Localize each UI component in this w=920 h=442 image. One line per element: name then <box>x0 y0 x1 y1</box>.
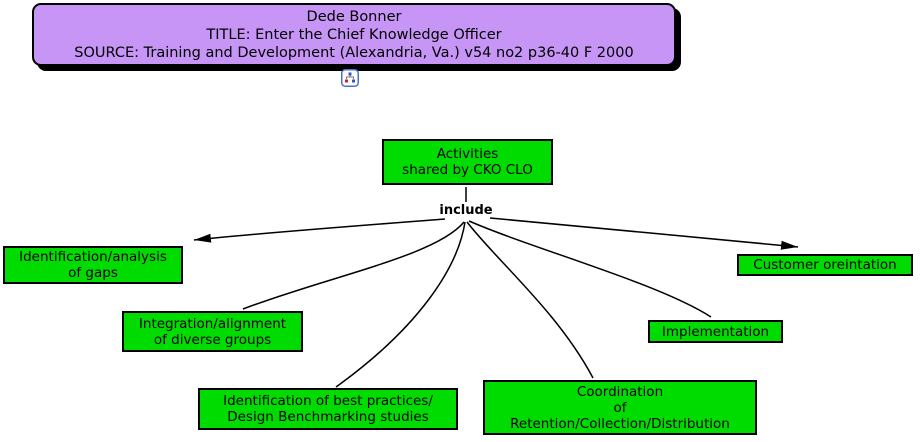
link-to-coordination <box>466 221 594 379</box>
node-label-line: Implementation <box>661 323 770 340</box>
node-label-line: of gaps <box>68 265 118 281</box>
node-label-line: Identification/analysis <box>19 249 167 265</box>
linking-phrase-include[interactable]: include <box>439 203 493 218</box>
node-label-line: Integration/alignment <box>138 315 287 332</box>
annotation-source: SOURCE: Training and Development (Alexan… <box>74 44 634 61</box>
node-label-line: of diverse groups <box>153 331 272 348</box>
node-label-line: shared by CKO CLO <box>402 162 533 178</box>
annotation-box[interactable]: Dede Bonner TITLE: Enter the Chief Knowl… <box>32 3 676 66</box>
concept-node-activities[interactable]: Activities shared by CKO CLO <box>382 139 553 185</box>
annotation-title: TITLE: Enter the Chief Knowledge Officer <box>206 26 502 43</box>
link-to-gaps <box>193 218 446 243</box>
node-label-line: Activities <box>436 146 499 162</box>
node-label-line: Identification of best practices/ <box>223 393 433 409</box>
link-to-customer <box>489 217 799 250</box>
link-to-implementation <box>468 220 712 318</box>
concept-node-integration[interactable]: Integration/alignment of diverse groups <box>122 311 303 352</box>
concept-node-gaps[interactable]: Identification/analysis of gaps <box>3 246 183 284</box>
node-label-line: of <box>613 399 627 416</box>
annotation-author: Dede Bonner <box>306 8 402 25</box>
concept-node-coordination[interactable]: Coordination of Retention/Collection/Dis… <box>483 380 757 435</box>
concept-node-best-practices[interactable]: Identification of best practices/ Design… <box>198 388 458 430</box>
node-label-line: Customer oreintation <box>753 257 897 273</box>
link-to-best-practices <box>335 221 466 388</box>
org-chart-icon[interactable] <box>341 69 359 87</box>
node-label-line: Design Benchmarking studies <box>227 409 429 425</box>
node-label-line: Retention/Collection/Distribution <box>510 415 730 432</box>
node-label-line: Coordination <box>576 383 664 400</box>
link-to-integration <box>242 221 465 310</box>
concept-node-customer[interactable]: Customer oreintation <box>737 254 913 276</box>
concept-node-implementation[interactable]: Implementation <box>648 320 783 343</box>
